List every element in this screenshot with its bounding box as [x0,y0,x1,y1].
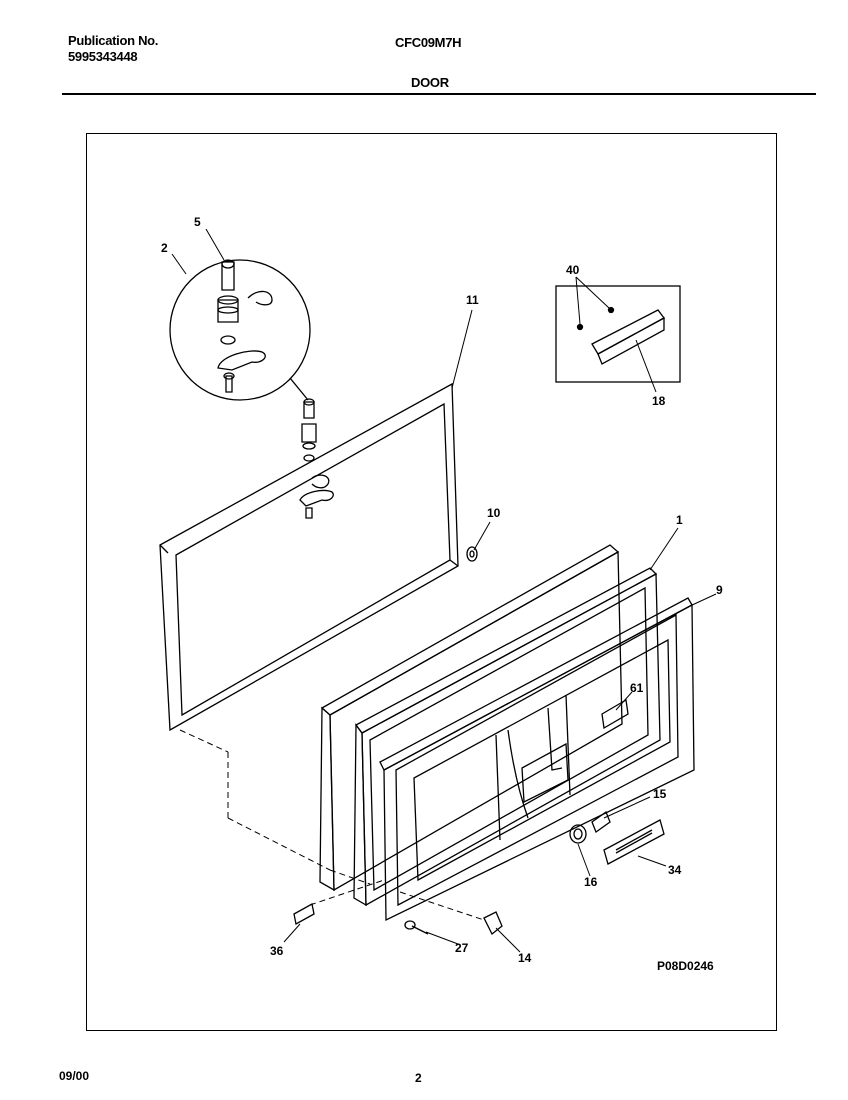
model-number: CFC09M7H [395,35,462,50]
callout-18: 18 [652,394,666,408]
hinge-detail-inset [169,259,311,401]
callout-61: 61 [630,681,644,695]
drawing-code: P08D0246 [657,959,714,973]
callout-27: 27 [455,941,469,955]
callout-9: 9 [716,583,723,597]
publication-number: 5995343448 [68,49,138,64]
screw-part [404,920,429,935]
handle-cover-part [603,819,665,865]
callout-10: 10 [487,506,501,520]
callout-16: 16 [584,875,598,889]
label-part [601,698,629,730]
leader-lines [171,228,717,953]
callout-1: 1 [676,513,683,527]
page-number: 2 [415,1071,422,1085]
clip-part [483,911,503,936]
section-title: DOOR [411,75,449,90]
door-gasket-frame [353,567,661,907]
callout-15: 15 [653,787,667,801]
callout-11: 11 [466,293,479,307]
inner-door-liner [379,597,695,922]
drain-plug-part [466,546,478,562]
door-liner-gasket [159,382,459,732]
callout-2: 2 [161,241,168,255]
callout-36: 36 [270,944,284,958]
diagram-frame [86,133,777,1031]
publication-date: 09/00 [59,1069,90,1083]
callout-14: 14 [518,951,532,965]
alignment-lines [179,729,485,921]
header-rule [62,93,816,95]
bracket-part [293,902,315,926]
outer-door-panel [319,544,623,892]
lock-parts [569,810,611,844]
callout-34: 34 [668,863,682,877]
handle-detail-inset [555,285,681,383]
hinge-parts-assembly [299,398,334,519]
callout-40: 40 [566,263,580,277]
publication-label: Publication No. [68,33,159,48]
callout-5: 5 [194,215,201,229]
